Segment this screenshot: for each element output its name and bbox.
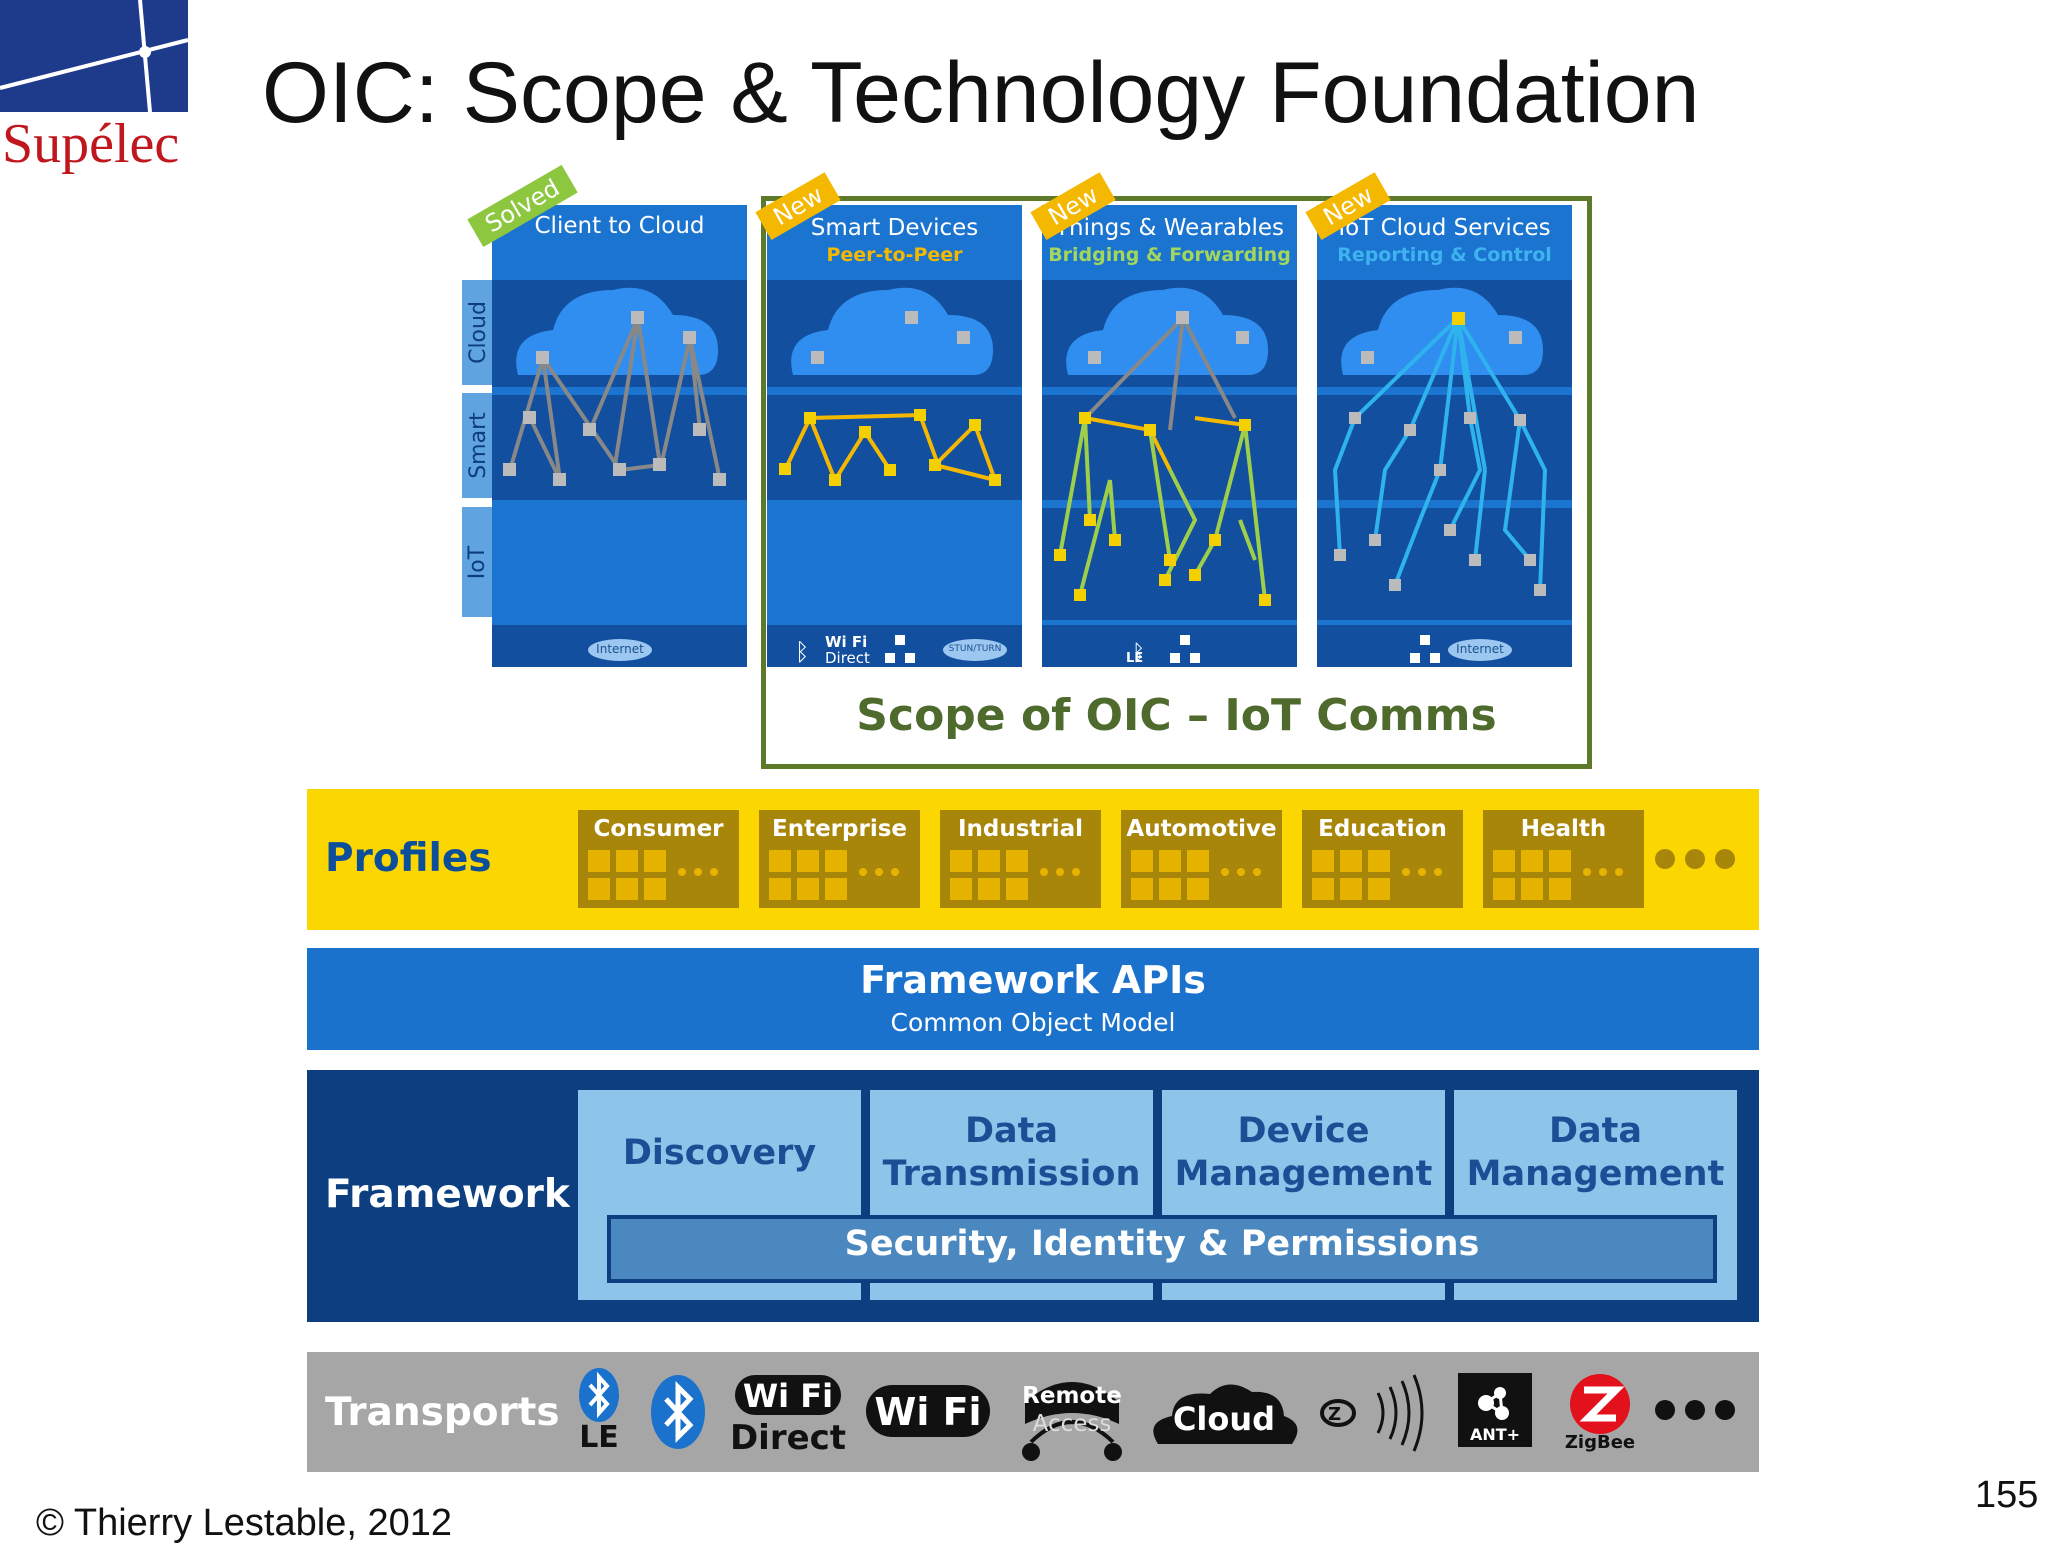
zwave-icon: Z	[1318, 1373, 1438, 1453]
bluetooth-le-label: LE	[579, 1420, 619, 1455]
bottom-band	[1042, 625, 1297, 667]
framework-apis-title: Framework APIs	[860, 958, 1206, 1002]
svg-text:Z: Z	[1328, 1404, 1341, 1425]
security-bar	[607, 1215, 1717, 1283]
wifi-logo-text: Wi Fi	[874, 1390, 982, 1434]
profile-enterprise: Enterprise	[759, 810, 920, 908]
cloud-icon	[1148, 1380, 1300, 1446]
logo-text: Supélec	[2, 113, 180, 175]
panel-subtitle: Bridging & Forwarding	[1048, 244, 1291, 266]
stun-turn-label: STUN/TURN	[948, 644, 1002, 654]
profile-label: Health	[1520, 816, 1607, 842]
panel-subtitle: Reporting & Control	[1337, 244, 1552, 266]
module-label-line1: Data	[1548, 1111, 1643, 1151]
wifi-direct-logo-text: Wi Fi	[742, 1377, 834, 1415]
page-number: 155	[1975, 1474, 2039, 1516]
profiles-label: Profiles	[325, 836, 492, 881]
wifi-direct-direct-label: Direct	[825, 649, 870, 667]
framework-apis-subtitle: Common Object Model	[890, 1008, 1176, 1037]
profile-label: Industrial	[957, 816, 1084, 842]
profile-label: Education	[1318, 816, 1447, 842]
scope-label: Scope of OIC – IoT Comms	[856, 690, 1497, 741]
svg-text:ᛒ: ᛒ	[795, 638, 809, 666]
cloud-label: Cloud	[1172, 1400, 1276, 1438]
page-title: OIC: Scope & Technology Foundation	[262, 45, 1700, 141]
internet-label: Internet	[1456, 642, 1504, 656]
transports-label: Transports	[325, 1390, 560, 1435]
ant-icon	[1458, 1373, 1532, 1447]
profile-label: Automotive	[1126, 816, 1277, 842]
bluetooth-icon	[650, 1375, 706, 1450]
panel-title: IoT Cloud Services	[1338, 215, 1551, 241]
framework-apis-layer	[307, 948, 1759, 1050]
row-label-cloud: Cloud	[462, 280, 494, 385]
wifi-icon	[866, 1385, 990, 1437]
profile-automotive: Automotive	[1121, 810, 1282, 908]
wifi-direct-icon	[735, 1375, 841, 1415]
profile-label: Enterprise	[771, 816, 907, 842]
framework-label: Framework	[325, 1172, 570, 1217]
profile-label: Consumer	[593, 816, 724, 842]
zigbee-icon	[1568, 1372, 1632, 1436]
row-label-iot: IoT	[462, 507, 494, 617]
module-label-line1: Device	[1237, 1111, 1370, 1151]
supelec-logo	[0, 0, 190, 185]
remote-access-icon	[1017, 1372, 1127, 1462]
panel-title: Client to Cloud	[534, 213, 705, 239]
more-profiles-ellipsis	[1655, 849, 1740, 869]
bluetooth-icon	[578, 1368, 620, 1423]
module-label-line1: Data	[964, 1111, 1059, 1151]
profile-health: Health	[1483, 810, 1644, 908]
ant-label: ANT+	[1469, 1425, 1521, 1444]
module-label-line2: Management	[1466, 1154, 1725, 1194]
remote-label: Remote	[1022, 1383, 1122, 1409]
wifi-direct-label: Direct	[729, 1418, 847, 1458]
le-label: LE	[1126, 651, 1144, 666]
profile-industrial: Industrial	[940, 810, 1101, 908]
profile-education: Education	[1302, 810, 1463, 908]
more-transports-ellipsis	[1655, 1400, 1740, 1422]
panel-title: Smart Devices	[810, 215, 979, 241]
wifi-direct-wifi-label: Wi Fi	[825, 633, 868, 651]
security-label: Security, Identity & Permissions	[844, 1224, 1480, 1264]
module-label: Discovery	[622, 1133, 817, 1173]
zigbee-label: ZigBee	[1564, 1432, 1636, 1453]
internet-label: Internet	[596, 642, 644, 656]
module-label-line2: Transmission	[882, 1154, 1141, 1194]
profile-consumer: Consumer	[578, 810, 739, 908]
copyright: © Thierry Lestable, 2012	[36, 1502, 452, 1544]
bottom-band	[1317, 625, 1572, 667]
access-label: Access	[1032, 1411, 1112, 1437]
module-label-line2: Management	[1174, 1154, 1433, 1194]
panel-title: Things & Wearables	[1054, 215, 1285, 241]
row-label-smart: Smart	[462, 393, 494, 498]
panel-subtitle: Peer-to-Peer	[826, 244, 963, 266]
svg-text:ᛒ: ᛒ	[1132, 641, 1145, 666]
